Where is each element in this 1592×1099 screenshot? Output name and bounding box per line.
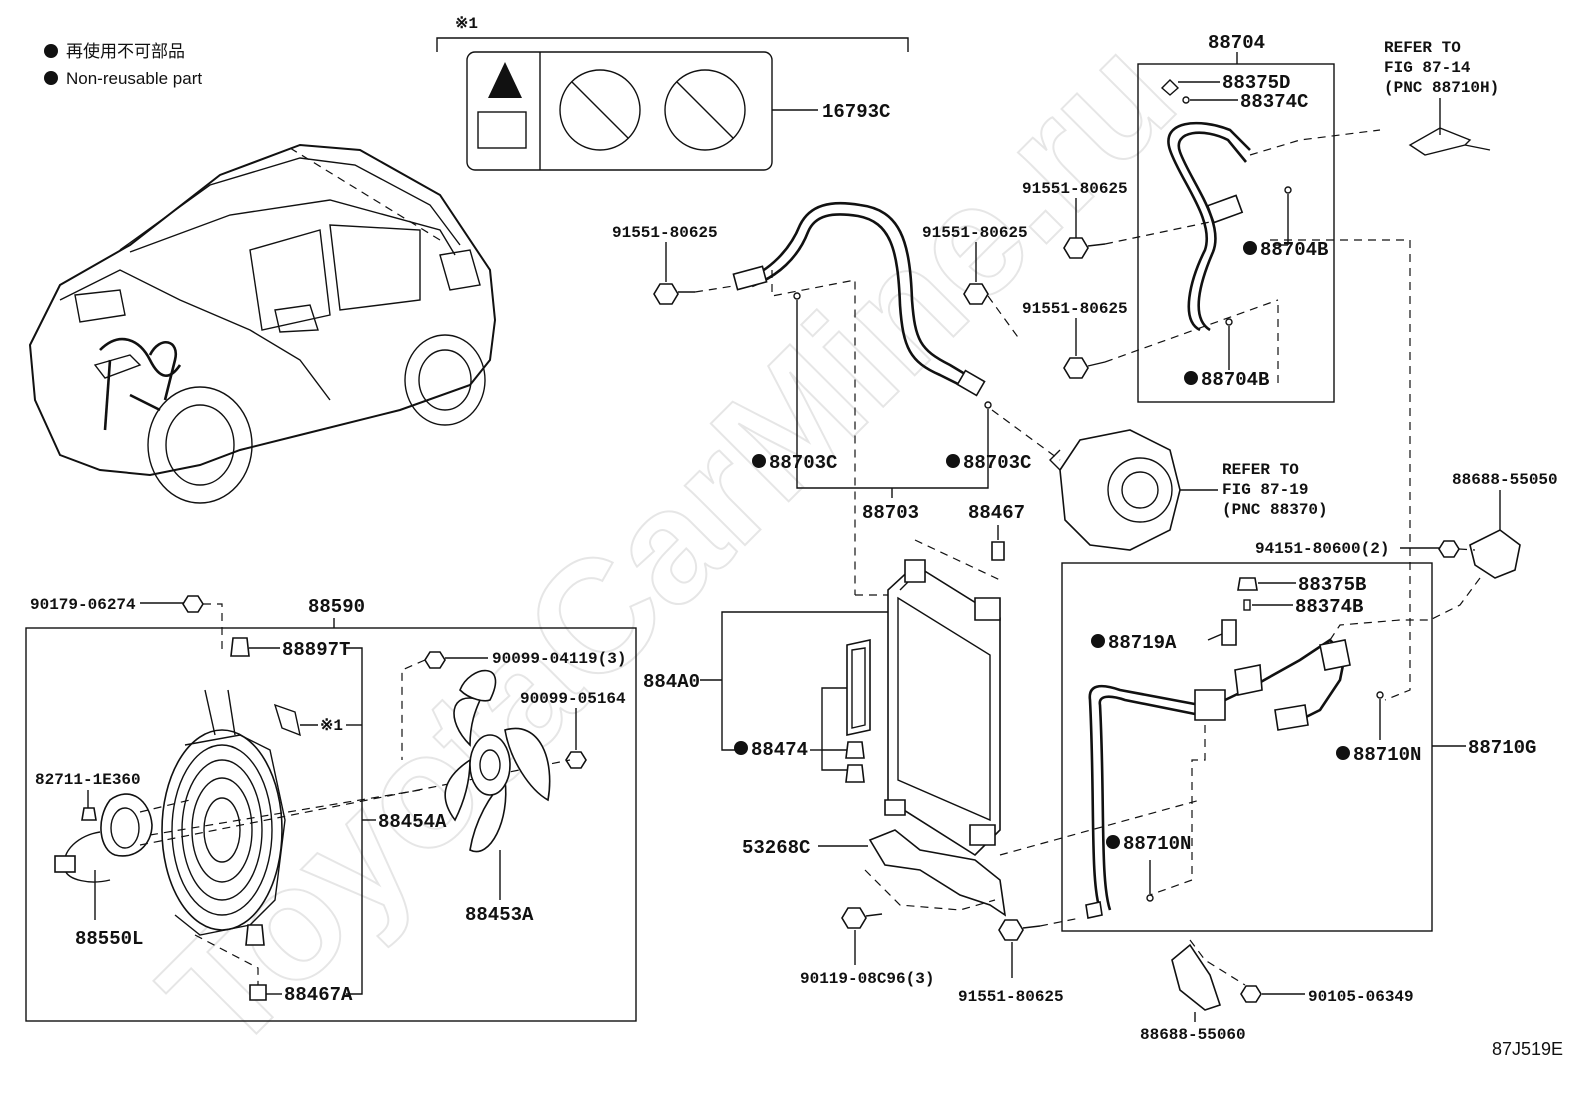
label-88897T: 88897T	[282, 639, 350, 661]
label-88688-55060: 88688-55060	[1140, 1026, 1246, 1044]
label-53268C: 53268C	[742, 837, 810, 859]
label-bolt-c: 91551-80625	[612, 224, 718, 242]
label-90099-05164: 90099-05164	[520, 690, 626, 708]
fan-blade	[444, 669, 551, 853]
label-884A0: 884A0	[643, 671, 700, 693]
label-94151: 94151-80600(2)	[1255, 540, 1389, 558]
legend-jp: 再使用不可部品	[66, 41, 185, 61]
bracket-88688-55050: 88688-55050 94151-80600(2)	[1255, 471, 1558, 621]
hose-88703-group: 88703C 88703C 88703	[732, 201, 1061, 595]
label-88703C-1: 88703C	[769, 452, 837, 474]
refer-fig-87-14: REFER TO FIG 87-14 (PNC 88710H)	[1384, 39, 1499, 156]
non-reusable-bullet-icon	[1091, 634, 1105, 648]
label-bolt-e: 91551-80625	[958, 988, 1064, 1006]
label-bolt-a: 91551-80625	[1022, 180, 1128, 198]
bracket-53268C: 53268C	[742, 799, 1201, 917]
refer2-line2: FIG 87-19	[1222, 481, 1308, 499]
vehicle-illustration	[28, 143, 497, 504]
legend-en: Non-reusable part	[66, 69, 202, 88]
non-reusable-bullet-icon	[946, 454, 960, 468]
warning-triangle-icon	[488, 62, 522, 98]
bracket-88688-55060: 90105-06349 88688-55060	[1140, 939, 1414, 1044]
non-reusable-bullet-icon	[44, 71, 58, 85]
warning-label-group: ※1 16793C	[436, 15, 909, 171]
fan-assembly-box	[25, 627, 637, 1022]
non-reusable-bullet-icon	[734, 741, 748, 755]
warning-label	[466, 51, 773, 171]
label-88550L: 88550L	[75, 928, 143, 950]
label-88467: 88467	[968, 502, 1025, 524]
label-bolt-d: 91551-80625	[922, 224, 1028, 242]
label-88590: 88590	[308, 596, 365, 618]
label-note1: ※1	[320, 717, 343, 735]
label-88710N-1: 88710N	[1353, 744, 1421, 766]
label-88375B: 88375B	[1298, 574, 1366, 596]
non-reusable-bullet-icon	[1184, 371, 1198, 385]
compressor-reference: REFER TO FIG 87-19 (PNC 88370)	[1049, 429, 1328, 551]
manual-book-icon	[477, 111, 527, 149]
non-reusable-bullet-icon	[752, 454, 766, 468]
label-bolt-b: 91551-80625	[1022, 300, 1128, 318]
label-16793C: 16793C	[822, 101, 890, 123]
label-88710N-2: 88710N	[1123, 833, 1191, 855]
label-88703C-2: 88703C	[963, 452, 1031, 474]
bolt-91551-a: 91551-80625	[1022, 180, 1211, 259]
label-88474: 88474	[751, 739, 808, 761]
label-88375D: 88375D	[1222, 72, 1290, 94]
refer1-line3: (PNC 88710H)	[1384, 79, 1499, 97]
label-88453A: 88453A	[465, 904, 534, 926]
bolt-91551-b: 91551-80625	[1022, 299, 1279, 379]
refer1-line1: REFER TO	[1384, 39, 1461, 57]
non-reusable-bullet-icon	[1106, 835, 1120, 849]
label-88710G: 88710G	[1468, 737, 1536, 759]
pipe-88710G-group: 88375B 88374B 88719A 88710N 88710G 88710…	[1061, 562, 1536, 932]
non-reusable-bullet-icon	[44, 44, 58, 58]
bolt-91551-e: 91551-80625	[958, 917, 1081, 1006]
non-reusable-bullet-icon	[1243, 241, 1257, 255]
note-mark: ※1	[455, 15, 478, 33]
label-88374B: 88374B	[1295, 596, 1363, 618]
label-90105: 90105-06349	[1308, 988, 1414, 1006]
label-82711: 82711-1E360	[35, 771, 141, 789]
pipe-88710G-box	[1061, 562, 1433, 932]
diagram-code: 87J519E	[1492, 1039, 1563, 1059]
no-hand-icon	[559, 69, 641, 151]
label-88704B-1: 88704B	[1260, 239, 1328, 261]
watermark: ToyotaCarMine.ru	[127, 4, 1207, 1084]
bolt-90119: 90119-08C96(3)	[800, 907, 934, 988]
label-88719A: 88719A	[1108, 632, 1177, 654]
label-88374C: 88374C	[1240, 91, 1308, 113]
no-tool-icon	[664, 69, 746, 151]
hose-88704-group: 88704 88375D 88374C 88704B 88704B	[1137, 32, 1411, 701]
label-90119: 90119-08C96(3)	[800, 970, 934, 988]
refer1-line2: FIG 87-14	[1384, 59, 1471, 77]
bolt-91551-c: 91551-80625	[612, 224, 741, 305]
refer2-line1: REFER TO	[1222, 461, 1299, 479]
label-88454A: 88454A	[378, 811, 447, 833]
label-88688-55050: 88688-55050	[1452, 471, 1558, 489]
label-90179: 90179-06274	[30, 596, 136, 614]
refer2-line3: (PNC 88370)	[1222, 501, 1328, 519]
label-88704: 88704	[1208, 32, 1265, 54]
legend: 再使用不可部品 Non-reusable part	[44, 41, 202, 88]
label-88703: 88703	[862, 502, 919, 524]
label-90099-04119: 90099-04119(3)	[492, 650, 626, 668]
label-88704B-2: 88704B	[1201, 369, 1269, 391]
label-88467A: 88467A	[284, 984, 353, 1006]
hose-88704-box	[1137, 63, 1335, 403]
fan-assembly-group: 90179-06274 88590 88897T 88454A 90099-04…	[25, 595, 637, 1022]
bolt-91551-d: 91551-80625	[922, 224, 1028, 341]
condenser-group: 88467 884A0 88474	[643, 502, 1025, 857]
non-reusable-bullet-icon	[1336, 746, 1350, 760]
